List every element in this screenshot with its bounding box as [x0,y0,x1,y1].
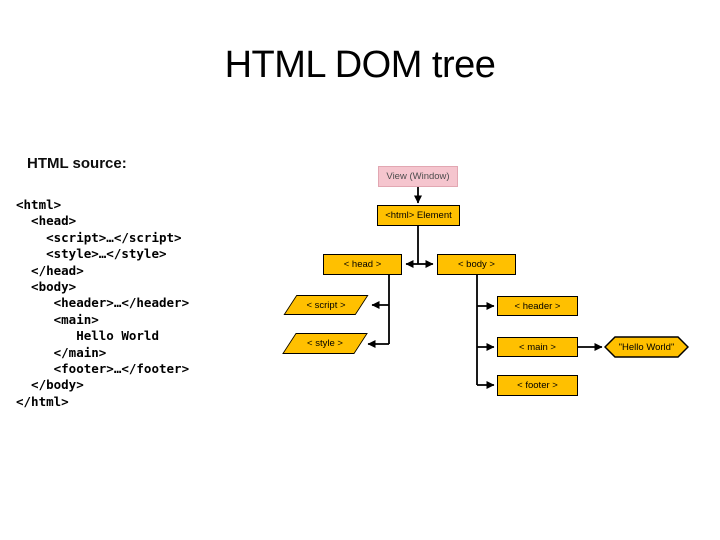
node-label: < body > [458,259,495,270]
node-label: <html> Element [385,210,452,221]
node-view-window: View (Window) [378,166,458,187]
html-source-code: <html> <head> <script>…</script> <style>… [16,197,190,409]
node-footer: < footer > [497,375,578,396]
node-html-element: <html> Element [377,205,460,226]
node-head: < head > [323,254,402,275]
node-label: < header > [514,300,561,312]
node-label: < script > [306,299,346,311]
node-style: < style > [282,333,368,354]
node-main: < main > [497,337,578,357]
node-label: < style > [307,338,343,349]
node-header: < header > [497,296,578,316]
slide-title: HTML DOM tree [224,44,496,86]
node-label: < footer > [517,380,558,391]
node-label: < head > [343,259,382,270]
node-label: < main > [519,341,556,353]
node-body: < body > [437,254,516,275]
node-label: View (Window) [386,171,450,182]
html-source-heading: HTML source: [27,155,127,172]
hexagon-shape [604,336,689,358]
node-script: < script > [283,295,369,315]
node-hello-world-text: "Hello World" [604,336,689,358]
node-label: "Hello World" [618,341,675,353]
